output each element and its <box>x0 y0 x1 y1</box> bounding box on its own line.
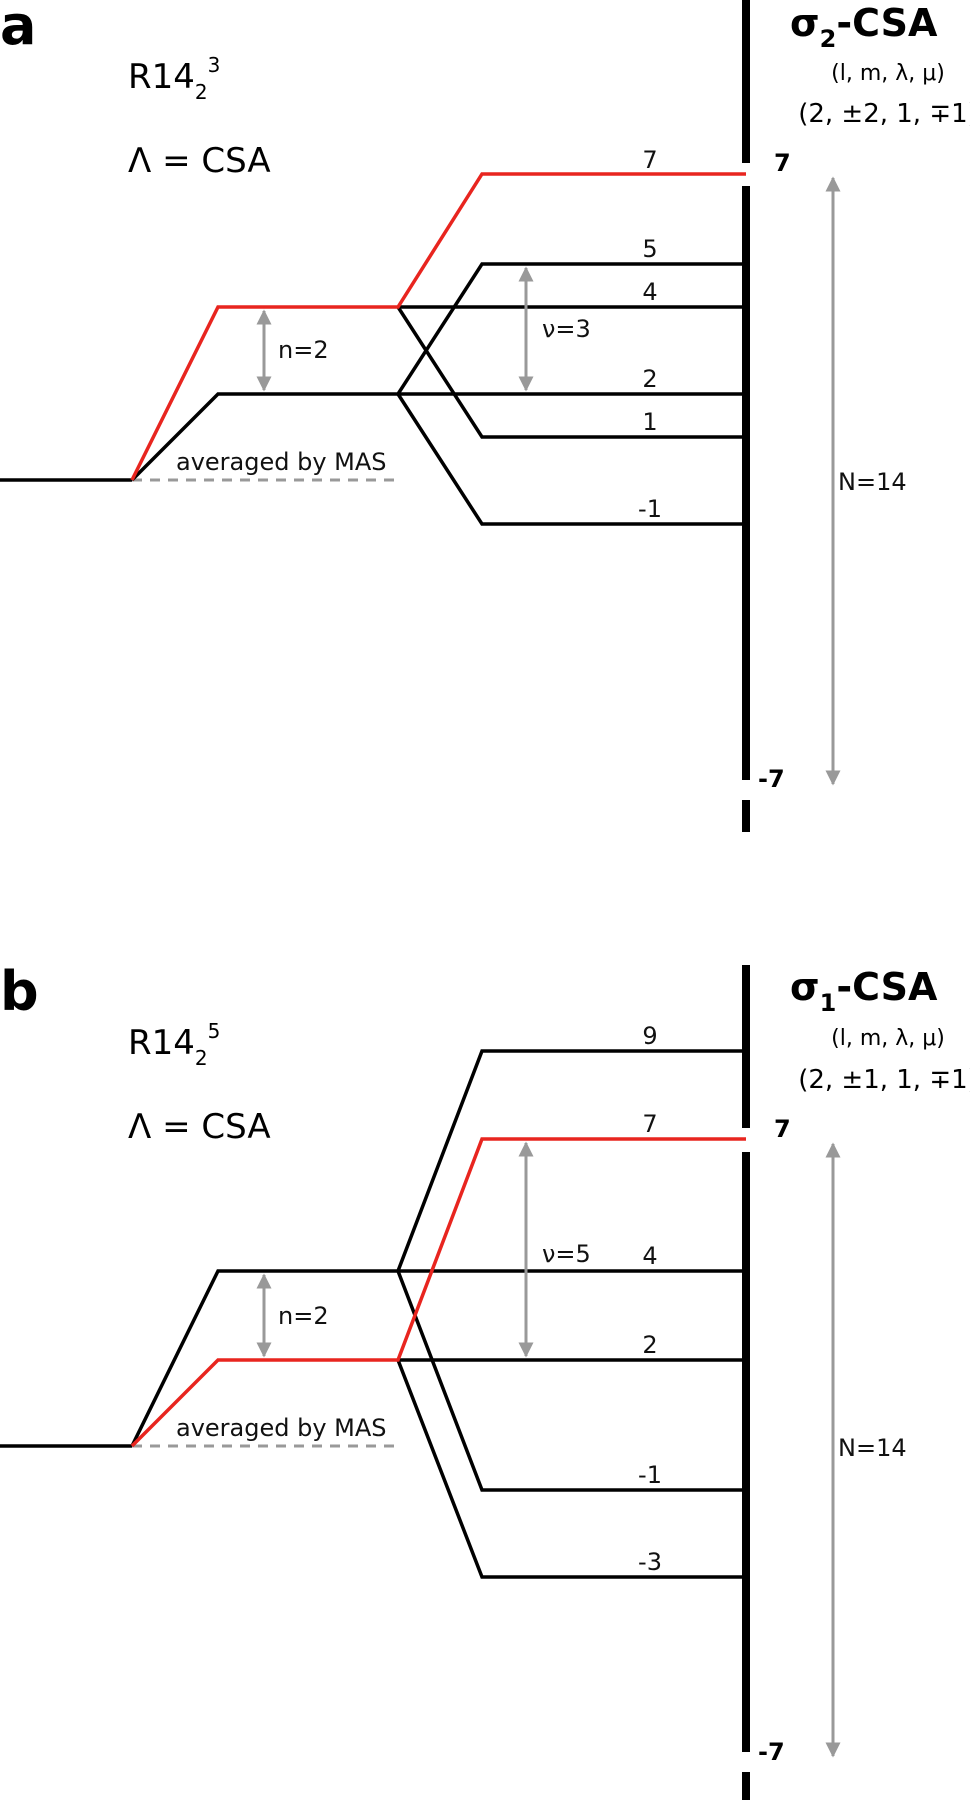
N-label: N=14 <box>838 1434 907 1462</box>
indices-header: (l, m, λ, μ) <box>831 1026 945 1051</box>
mas-label: averaged by MAS <box>176 448 387 476</box>
level-label: -3 <box>638 1548 662 1576</box>
level-label: 1 <box>642 408 657 436</box>
panel-a: a R1423 Λ = CSA σ2-CSA (l, m, λ, μ) (2, … <box>0 0 970 832</box>
axis-top-label: 7 <box>774 149 791 177</box>
indices-header: (l, m, λ, μ) <box>831 61 945 86</box>
highlight-path-7 <box>130 1137 746 1448</box>
axis-bottom-label: -7 <box>758 765 785 793</box>
level-label: 4 <box>642 278 657 306</box>
N-label: N=14 <box>838 468 907 496</box>
level-path-minus3 <box>396 1359 746 1579</box>
level-label: -1 <box>638 1461 662 1489</box>
term-title: σ2-CSA <box>790 1 938 53</box>
sequence-label: R1425 <box>128 1019 220 1070</box>
panel-b: b R1425 Λ = CSA σ1-CSA (l, m, λ, μ) (2, … <box>0 960 970 1800</box>
level-label: 2 <box>642 365 657 393</box>
axis-top-label: 7 <box>774 1115 791 1143</box>
level-path-1 <box>396 306 746 439</box>
indices-values: (2, ±1, 1, ∓1) <box>798 1065 970 1095</box>
level-path-minus1 <box>396 393 746 526</box>
level-label: -1 <box>638 495 662 523</box>
nu-label: ν=5 <box>542 1240 591 1268</box>
mas-label: averaged by MAS <box>176 1414 387 1442</box>
panel-letter: b <box>0 960 39 1023</box>
term-title: σ1-CSA <box>790 965 938 1017</box>
axis-bottom-label: -7 <box>758 1738 785 1766</box>
level-label: 7 <box>642 1110 657 1138</box>
level-label: 5 <box>642 235 657 263</box>
level-label: 7 <box>642 146 657 174</box>
n-label: n=2 <box>278 336 329 364</box>
lambda-label: Λ = CSA <box>128 1107 271 1147</box>
lambda-label: Λ = CSA <box>128 141 271 181</box>
sequence-label: R1423 <box>128 53 220 104</box>
panel-letter: a <box>0 0 36 57</box>
level-label: 9 <box>642 1022 657 1050</box>
nu-label: ν=3 <box>542 315 591 343</box>
level-label: 4 <box>642 1242 657 1270</box>
level-label: 2 <box>642 1331 657 1359</box>
highlight-path-7 <box>130 172 746 481</box>
n-label: n=2 <box>278 1302 329 1330</box>
indices-values: (2, ±2, 1, ∓1) <box>798 99 970 129</box>
level-path-minus1 <box>396 1270 746 1492</box>
